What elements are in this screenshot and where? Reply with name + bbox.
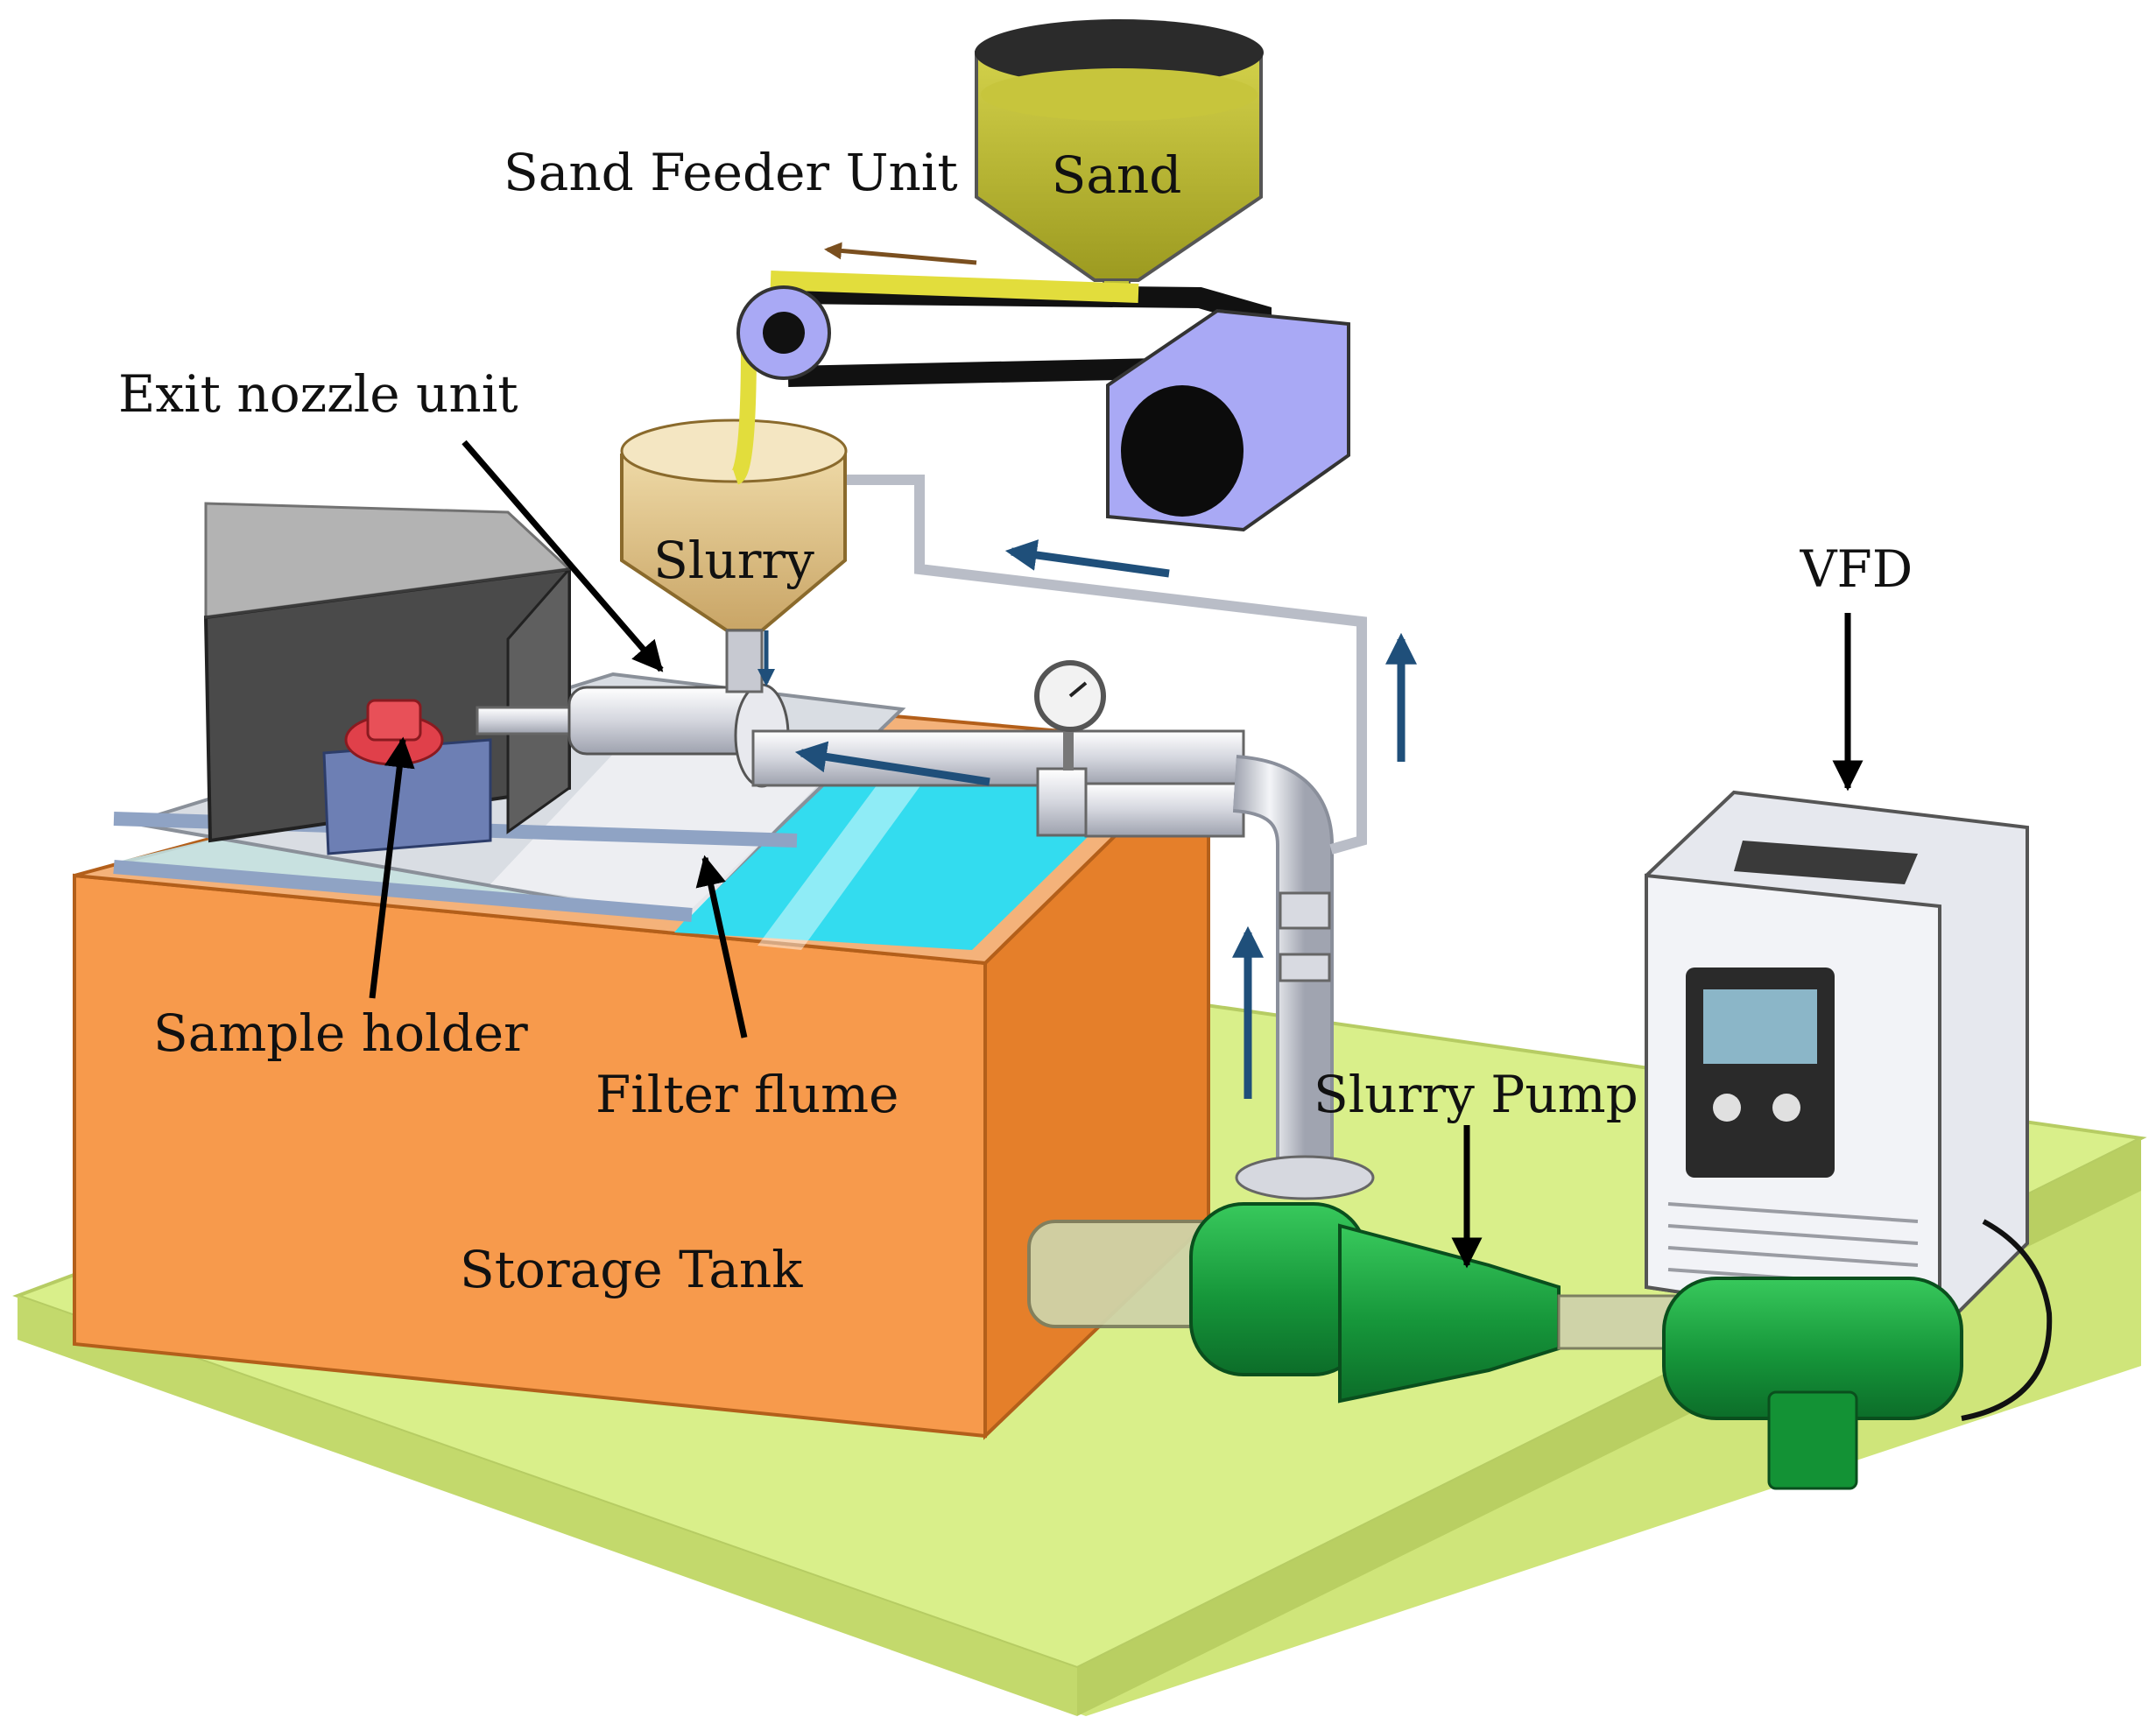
- belt-direction-arrow: [824, 242, 977, 265]
- slurry-pump: [1027, 1202, 2053, 1490]
- power-cable: [1961, 1219, 2053, 1421]
- filter-mesh: [757, 775, 928, 950]
- slurry-tank: [620, 419, 848, 693]
- sand-hopper: [975, 19, 1264, 299]
- flow-arrow-return: [1004, 539, 1170, 578]
- sample-chamber: [203, 502, 573, 855]
- exit-nozzle-leader: [461, 440, 664, 672]
- pressure-gauge: [1034, 660, 1106, 771]
- flow-arrow-nozzle: [794, 741, 990, 786]
- filter-flume-leader: [695, 855, 748, 1038]
- vfd-unit: [1645, 790, 2029, 1333]
- label-slurry: Slurry: [653, 531, 814, 590]
- label-exit-nozzle-unit: Exit nozzle unit: [118, 364, 518, 424]
- label-storage-tank: Storage Tank: [460, 1240, 803, 1299]
- label-sample-holder: Sample holder: [153, 1003, 528, 1063]
- belt-motor: [1106, 308, 1350, 532]
- riser-pipe: [1231, 755, 1375, 1200]
- label-vfd: VFD: [1800, 539, 1913, 599]
- label-sand-feeder-unit: Sand Feeder Unit: [504, 143, 958, 202]
- label-slurry-pump: Slurry Pump: [1314, 1065, 1638, 1124]
- vfd-vent-grille: [1734, 841, 1918, 884]
- sample-holder-leader: [369, 736, 415, 999]
- sand-stream: [730, 345, 757, 485]
- label-filter-flume: Filter flume: [595, 1065, 899, 1124]
- labels: Sand Feeder Unit Sand Exit nozzle unit S…: [118, 143, 1913, 1299]
- leader-arrows: [369, 440, 1864, 1269]
- label-sand: Sand: [1052, 145, 1182, 205]
- pump-coupling: [1557, 1294, 1683, 1350]
- flow-arrows: [757, 242, 1417, 1099]
